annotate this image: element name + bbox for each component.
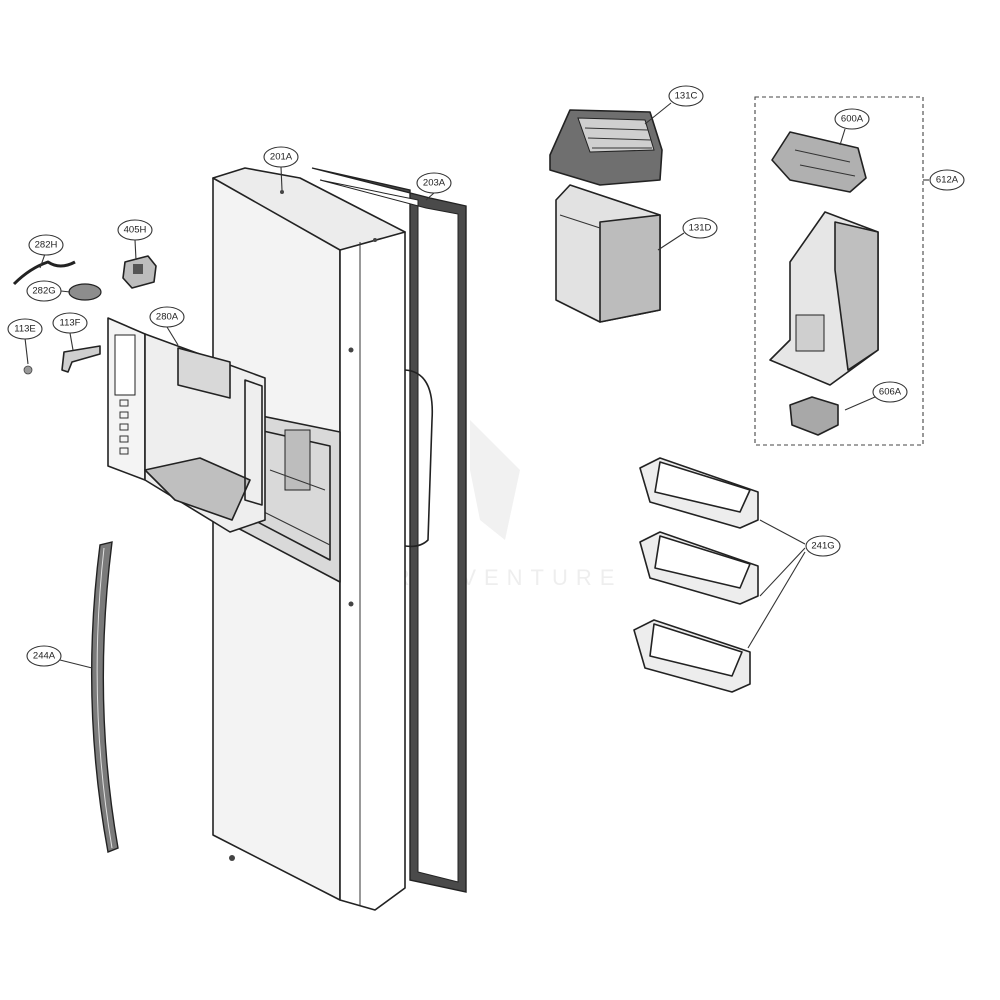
icemaker-housing	[769, 211, 879, 386]
svg-text:203A: 203A	[423, 178, 446, 189]
part-113F-bracket	[61, 345, 101, 373]
callout-612A: 612A	[929, 169, 965, 191]
svg-text:201A: 201A	[270, 152, 293, 163]
svg-text:131C: 131C	[675, 91, 698, 102]
svg-text:282H: 282H	[35, 240, 58, 251]
dispenser-cover	[107, 317, 266, 533]
svg-text:241G: 241G	[811, 541, 834, 552]
callout-600A: 600A	[834, 108, 870, 130]
svg-text:405H: 405H	[124, 225, 147, 236]
callout-203A: 203A	[416, 172, 452, 194]
callout-280A: 280A	[149, 306, 185, 328]
callout-244A: 244A	[26, 645, 62, 667]
part-282G	[68, 283, 102, 301]
dispenser-buttons	[119, 399, 129, 455]
svg-text:131D: 131D	[689, 223, 712, 234]
callout-282G: 282G	[26, 280, 62, 302]
door-bin-2	[639, 531, 759, 605]
callout-113F: 113F	[52, 312, 88, 334]
svg-text:280A: 280A	[156, 312, 179, 323]
door-bin-3	[633, 619, 751, 693]
callout-405H: 405H	[117, 219, 153, 241]
svg-text:113F: 113F	[60, 318, 81, 329]
svg-text:244A: 244A	[33, 651, 56, 662]
part-131C-bin-cover	[549, 109, 663, 186]
part-405H-switch	[122, 255, 157, 289]
svg-text:282G: 282G	[32, 286, 55, 297]
part-131D-ice-bin	[555, 184, 661, 323]
svg-text:606A: 606A	[879, 387, 902, 398]
callout-131C: 131C	[668, 85, 704, 107]
door-bin-1	[639, 457, 759, 529]
icemaker-assembly-box	[754, 96, 924, 446]
callout-201A: 201A	[263, 146, 299, 168]
door-handle	[91, 541, 119, 853]
callout-606A: 606A	[872, 381, 908, 403]
callout-282H: 282H	[28, 234, 64, 256]
door-gasket	[311, 167, 467, 893]
callout-131D: 131D	[682, 217, 718, 239]
part-600A-icemaker	[771, 131, 867, 193]
part-282H-lever	[12, 260, 76, 286]
svg-text:612A: 612A	[936, 175, 959, 186]
part-113E-screw	[23, 365, 33, 375]
svg-text:113E: 113E	[14, 324, 35, 335]
callout-113E: 113E	[7, 318, 43, 340]
svg-text:600A: 600A	[841, 114, 864, 125]
callout-241G: 241G	[805, 535, 841, 557]
callouts: 201A 203A 131C 131D 600A 612A 606A 405H	[7, 85, 965, 667]
part-606A-motor	[789, 396, 839, 436]
door-bins	[633, 457, 759, 693]
